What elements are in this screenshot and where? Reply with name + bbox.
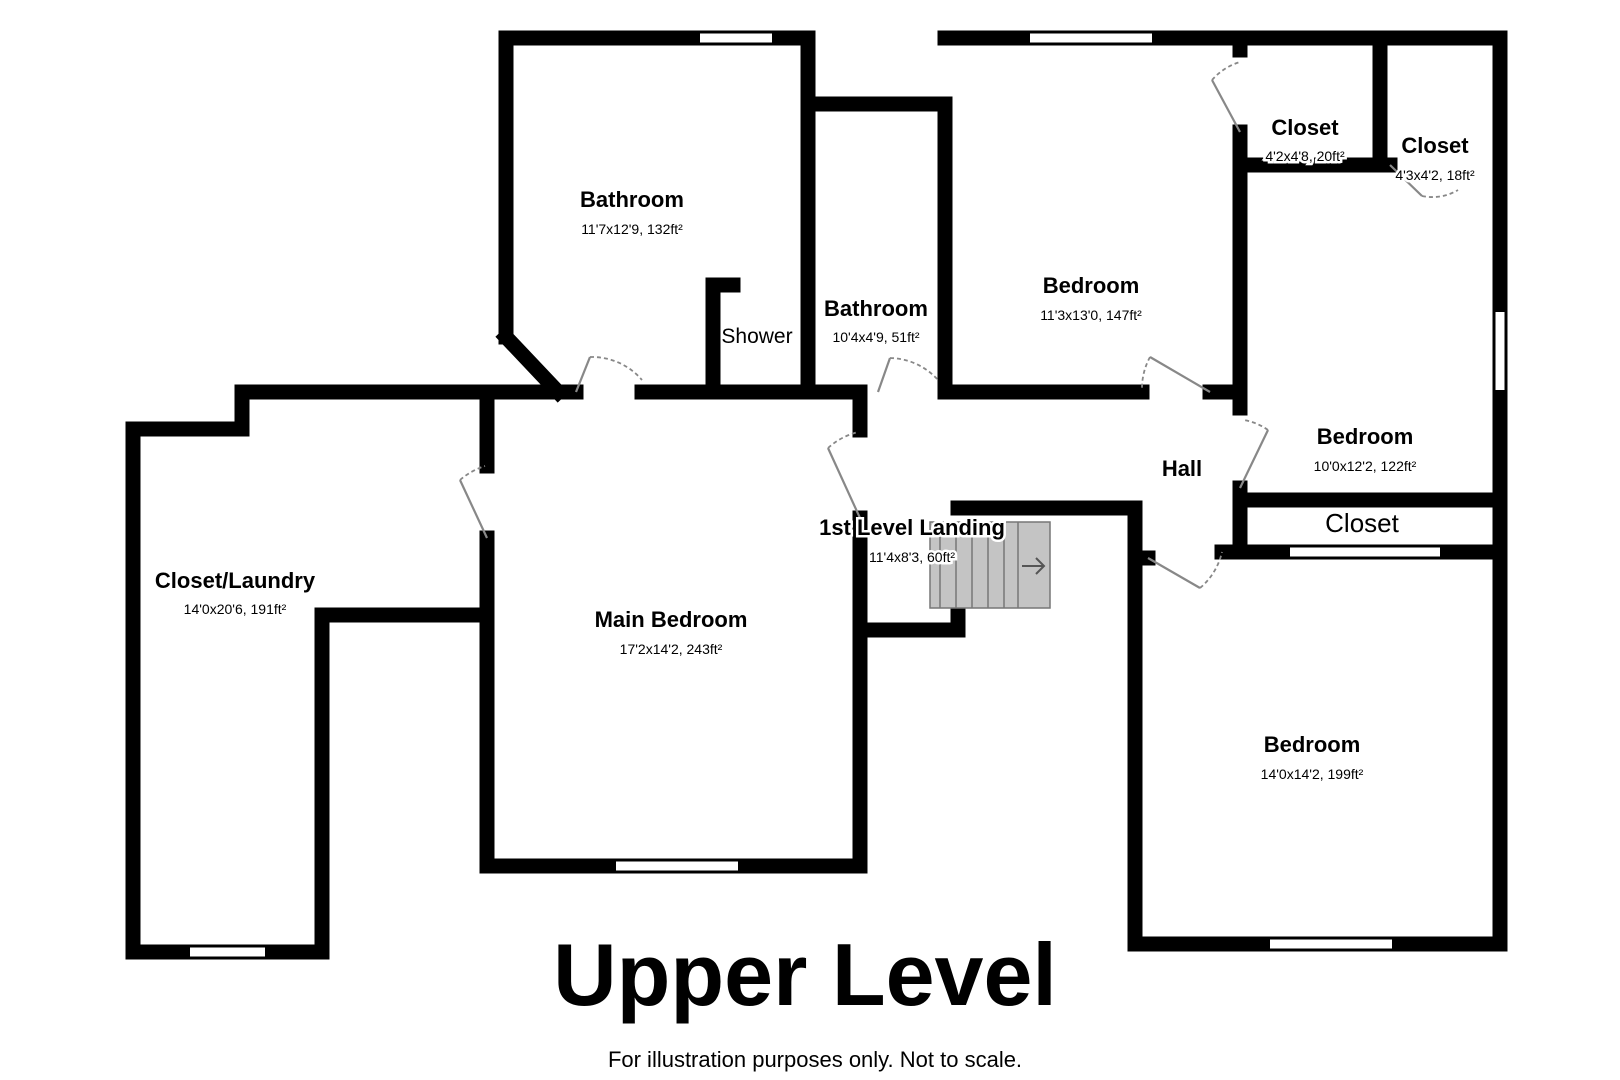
door-bathroom-main: [574, 356, 643, 393]
room-name-shower: Shower: [721, 325, 792, 348]
room-dims-bedroom-right: 10'0x12'2, 122ft²: [1314, 458, 1417, 474]
room-dims-bedroom-top: 11'3x13'0, 147ft²: [1040, 307, 1142, 323]
wall-bathroom-small: [800, 96, 953, 400]
door-bedroom-right: [1239, 419, 1269, 489]
door-closet-a: [1211, 61, 1241, 133]
room-name-closet-c: Closet: [1325, 508, 1399, 538]
room-labels: Bathroom 11'7x12'9, 132ft² Shower Bathro…: [155, 115, 1478, 782]
room-dims-landing: 11'4x8'3, 60ft²: [869, 549, 955, 565]
doors: [459, 61, 1459, 589]
room-name-closet-b: Closet: [1401, 133, 1469, 158]
staircase: [929, 521, 1051, 609]
door-landing: [826, 431, 862, 519]
door-bathroom-small: [876, 357, 939, 393]
room-name-main-bedroom: Main Bedroom: [595, 607, 748, 632]
door-bedroom-top: [1141, 356, 1211, 393]
room-dims-closet-laundry: 14'0x20'6, 191ft²: [184, 601, 287, 617]
room-dims-bedroom-bottom: 14'0x14'2, 199ft²: [1261, 766, 1364, 782]
room-name-landing: 1st Level Landing: [819, 515, 1005, 540]
room-name-bedroom-bottom: Bedroom: [1264, 732, 1361, 757]
wall-bathroom-diagonal: [495, 326, 569, 403]
windows: [190, 33, 1505, 957]
right-arrow-icon: [1022, 557, 1046, 575]
room-dims-closet-a: 4'2x4'8, 20ft²: [1265, 148, 1345, 164]
walls: [125, 30, 1508, 960]
room-dims-closet-b: 4'3x4'2, 18ft²: [1395, 167, 1475, 183]
room-name-closet-a: Closet: [1271, 115, 1339, 140]
room-name-closet-laundry: Closet/Laundry: [155, 568, 316, 593]
wall-bedroom-top: [937, 30, 1508, 508]
room-dims-bathroom-small: 10'4x4'9, 51ft²: [832, 329, 919, 345]
room-name-bathroom-main: Bathroom: [580, 187, 684, 212]
level-title: Upper Level: [553, 925, 1057, 1024]
room-name-bathroom-small: Bathroom: [824, 296, 928, 321]
room-name-bedroom-top: Bedroom: [1043, 273, 1140, 298]
room-name-bedroom-right: Bedroom: [1317, 424, 1414, 449]
room-dims-bathroom-main: 11'7x12'9, 132ft²: [581, 221, 683, 237]
wall-landing-top: [950, 500, 1143, 566]
wall-bathroom-main: [498, 30, 816, 400]
door-bedroom-bottom: [1147, 551, 1223, 589]
door-closet-b: [1389, 164, 1459, 198]
wall-main-bedroom-lower: [479, 530, 868, 874]
wall-shower: [705, 277, 741, 400]
room-name-hall: Hall: [1162, 456, 1202, 481]
wall-bedroom-bottom: [1127, 492, 1508, 952]
door-main-bedroom: [459, 465, 488, 539]
room-dims-main-bedroom: 17'2x14'2, 243ft²: [620, 641, 723, 657]
wall-closet-laundry: [125, 384, 495, 960]
wall-landing-bottom: [852, 602, 966, 638]
disclaimer: For illustration purposes only. Not to s…: [608, 1047, 1022, 1072]
